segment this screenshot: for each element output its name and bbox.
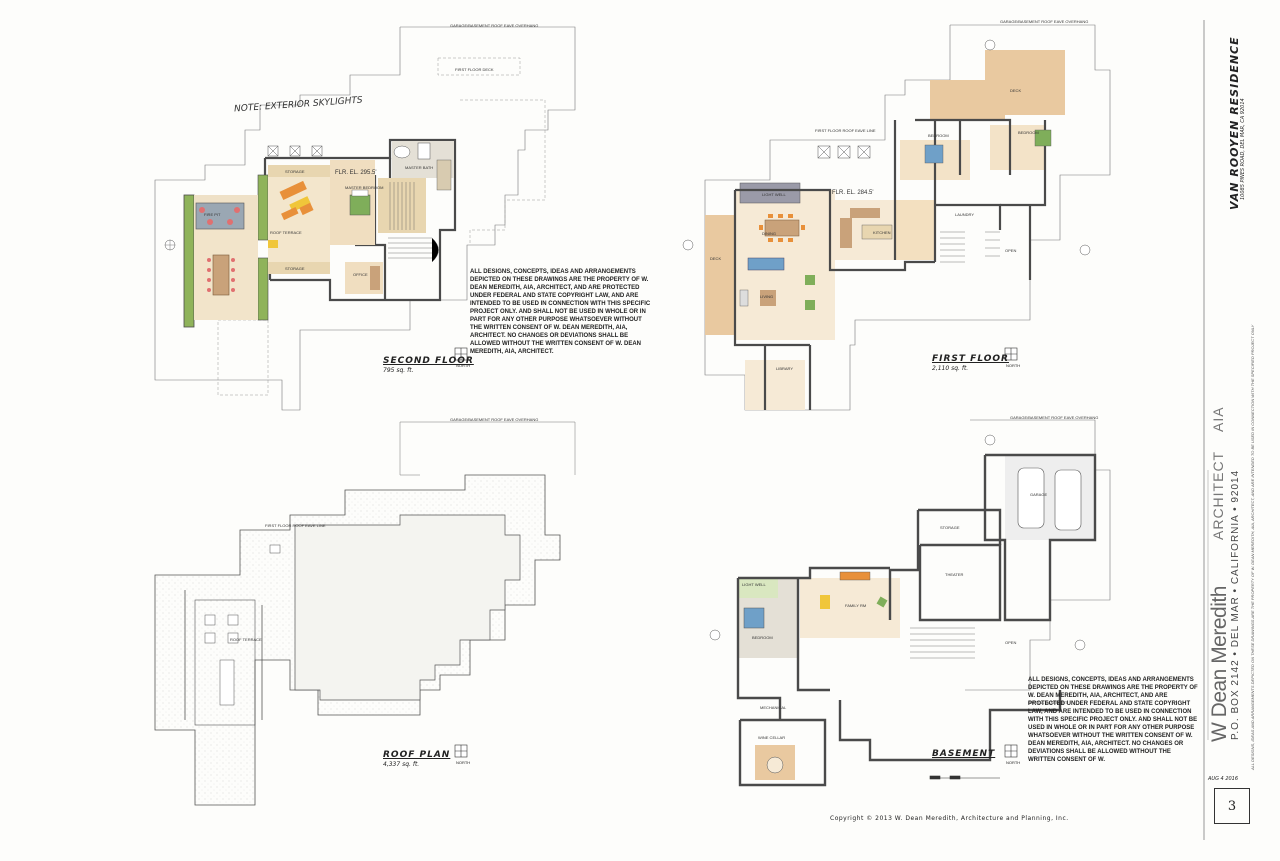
label-first-floor-roof-line-roof: FIRST FLOOR ROOF EAVE LINE [265, 523, 326, 528]
roof-plan [154, 421, 576, 806]
label-floor-elevation-2f: FLR. EL. 295.5' [335, 170, 377, 176]
label-partial-basement: PARTIAL BASEMENT [1028, 700, 1068, 705]
aia-label: AIA [1210, 406, 1226, 432]
label-family-room: FAMILY RM [845, 603, 867, 608]
label-garage-eave-bsmt: GARAGE/BASEMENT ROOF EAVE OVERHANG [1010, 415, 1099, 420]
copyright-notice-lower: All designs, concepts, ideas and arrange… [1028, 677, 1198, 763]
area-roof-plan: 4,337 sq. ft. [383, 761, 420, 768]
title-block-side-note: ALL DESIGNS, IDEAS AND ARRANGEMENTS DEPI… [1250, 324, 1255, 770]
label-deck: DECK [710, 256, 722, 261]
label-garage-eave-1f: GARAGE/BASEMENT ROOF EAVE OVERHANG [1000, 19, 1089, 24]
architect-name: W Dean Meredith [1208, 586, 1231, 742]
label-first-floor-roof-line: FIRST FLOOR ROOF EAVE LINE [815, 128, 876, 133]
label-storage-2f-b: STORAGE [285, 266, 305, 271]
label-laundry: LAUNDRY [955, 212, 975, 217]
second-floor-plan [154, 26, 576, 411]
north-roof-plan: NORTH [456, 760, 471, 765]
title-roof-plan: ROOF PLAN [383, 750, 451, 760]
area-second-floor: 795 sq. ft. [383, 367, 414, 374]
label-dining: DINING [762, 231, 776, 236]
issue-date: AUG 4 2016 [1208, 776, 1239, 782]
label-light-well-bsmt: LIGHT WELL [742, 582, 766, 587]
area-first-floor: 2,110 sq. ft. [932, 365, 969, 372]
architect-address: P.O. BOX 2142 • DEL MAR • CALIFORNIA • 9… [1230, 469, 1241, 740]
label-library: LIBRARY [776, 366, 794, 371]
label-bedroom-bsmt: BEDROOM [752, 635, 773, 640]
label-open-bsmt: OPEN [1005, 640, 1017, 645]
label-storage-bsmt: STORAGE [940, 525, 960, 530]
north-first-floor: NORTH [1006, 363, 1021, 368]
label-garage-eave-roof: GARAGE/BASEMENT ROOF EAVE OVERHANG [450, 417, 539, 422]
second-floor-eave-line [154, 26, 576, 411]
label-master-bedroom: MASTER BEDROOM [345, 185, 384, 190]
basement-plan [709, 419, 1111, 787]
north-basement: NORTH [1006, 760, 1021, 765]
label-light-well-1f: LIGHT WELL [762, 192, 786, 197]
label-kitchen: KITCHEN [873, 230, 891, 235]
north-second-floor: NORTH [456, 363, 471, 368]
label-theater: THEATER [945, 572, 964, 577]
label-first-floor-deck: FIRST FLOOR DECK [455, 67, 494, 72]
label-storage-2f: STORAGE [285, 169, 305, 174]
label-wine-cellar: WINE CELLAR [758, 735, 786, 740]
copyright-line: Copyright © 2013 W. Dean Meredith, Archi… [830, 815, 1069, 822]
label-roof-terrace-plan: ROOF TERRACE [230, 637, 262, 642]
label-roof-terrace: ROOF TERRACE [270, 230, 302, 235]
sheet-number: 3 [1214, 788, 1250, 824]
copyright-notice-upper: All designs, concepts, ideas and arrange… [470, 269, 651, 355]
deck-dashed-outline [437, 57, 521, 76]
label-master-bath: MASTER BATH [405, 165, 434, 170]
title-second-floor: SECOND FLOOR [383, 356, 474, 366]
label-living: LIVING [760, 294, 774, 299]
label-deck-upper: DECK [1010, 88, 1022, 93]
label-bedroom-1f-b: BEDROOM [1018, 130, 1039, 135]
title-first-floor: FIRST FLOOR [932, 354, 1009, 364]
label-bedroom-1f-a: BEDROOM [928, 133, 949, 138]
label-mechanical: MECHANICAL [760, 705, 787, 710]
title-basement: BASEMENT [932, 749, 996, 759]
project-address: 10085 PINES ROAD, DEL MAR, CA 92014 [1240, 98, 1246, 200]
label-office: OFFICE [353, 272, 368, 277]
architect-title: ARCHITECT [1210, 450, 1226, 540]
label-floor-elevation-1f: FLR. EL. 284.5' [832, 190, 874, 196]
label-garage-eave-2f: GARAGE/BASEMENT ROOF EAVE OVERHANG [450, 23, 539, 28]
first-floor-plan [682, 24, 1111, 411]
label-garage: GARAGE [1030, 492, 1048, 497]
label-open-1f: OPEN [1005, 248, 1017, 253]
label-fire-pit: FIRE PIT [204, 212, 221, 217]
